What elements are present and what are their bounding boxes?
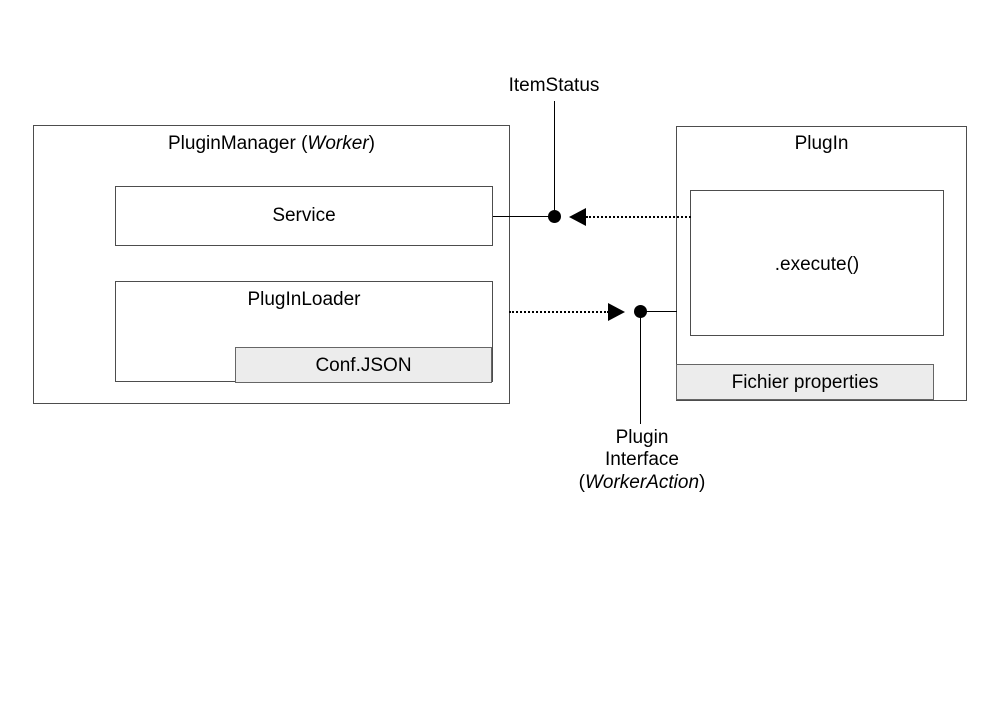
plugin-manager-title-emphasis: Worker: [307, 133, 369, 154]
item-status-solid-stub: [493, 216, 555, 217]
plugin-manager-title: PluginManager (Worker): [33, 133, 510, 155]
properties-file-box[interactable]: [676, 364, 934, 400]
item-status-dotted-line: [586, 216, 691, 218]
plugin-interface-label-line3-suffix: ): [699, 471, 706, 493]
service-box[interactable]: [115, 186, 493, 246]
plugin-interface-dotted-line: [509, 311, 609, 313]
item-status-label: ItemStatus: [508, 75, 600, 96]
plugin-interface-label-line1: Plugin: [615, 427, 669, 448]
plugin-interface-leader-line: [640, 311, 641, 424]
item-status-arrowhead: [569, 208, 586, 226]
plugin-loader-label: PlugInLoader: [247, 289, 361, 310]
plugin-manager-title-prefix: PluginManager (: [168, 133, 308, 154]
item-status-leader-line: [554, 101, 555, 216]
plugin-title: PlugIn: [794, 133, 849, 154]
execute-label: .execute(): [774, 254, 860, 275]
conf-json-label: Conf.JSON: [315, 355, 412, 376]
item-status-junction-dot: [548, 210, 561, 223]
execute-box[interactable]: [690, 190, 944, 336]
plugin-interface-arrowhead: [608, 303, 625, 321]
plugin-interface-label-line3-prefix: (: [578, 471, 585, 493]
service-label: Service: [272, 205, 336, 226]
plugin-manager-title-suffix: ): [368, 133, 375, 154]
plugin-interface-label-line2: Interface: [605, 449, 679, 471]
properties-file-label: Fichier properties: [731, 372, 879, 393]
plugin-interface-label-line3-emphasis: WorkerAction: [584, 471, 700, 493]
conf-json-box[interactable]: [235, 347, 492, 383]
plugin-interface-solid-stub: [645, 311, 677, 312]
